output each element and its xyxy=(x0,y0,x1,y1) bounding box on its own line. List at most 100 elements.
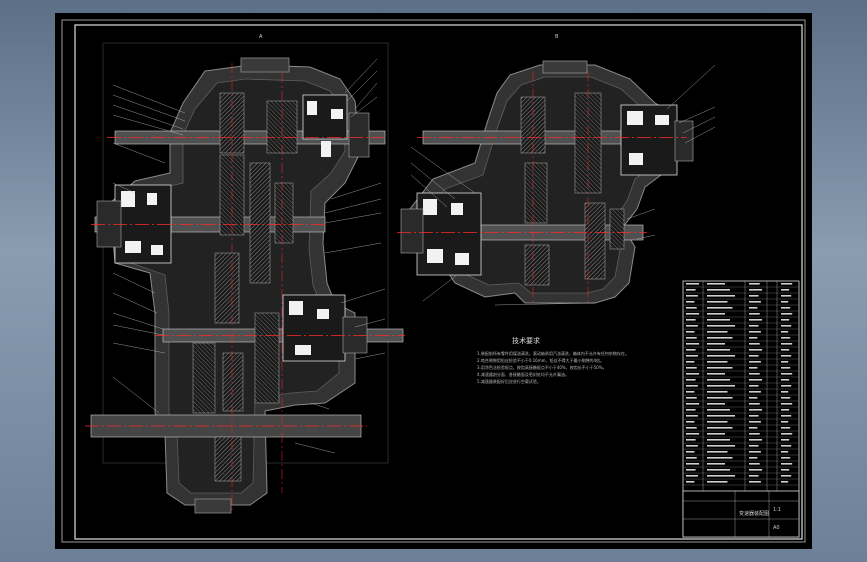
parts-list-cell-text xyxy=(686,289,696,291)
parts-list-cell-text xyxy=(781,391,789,393)
parts-list-cell-text xyxy=(749,349,763,351)
parts-list-cell-text xyxy=(686,367,697,369)
parts-list-cell-text xyxy=(749,331,761,333)
parts-list-cell-text xyxy=(749,427,758,429)
parts-list-cell-text xyxy=(749,295,759,297)
parts-list-cell-text xyxy=(749,445,759,447)
parts-list-cell-text xyxy=(686,457,697,459)
parts-list-cell-text xyxy=(686,283,700,285)
tech-note-line-1: 1.装配前所有零件用煤油清洗，滚动轴承用汽油清洗，箱体内不允许有任何杂物存在。 xyxy=(477,350,629,356)
title-block-name: 变速器装配图 xyxy=(739,510,769,517)
parts-list-cell-text xyxy=(707,475,735,477)
transmission-assembly-drawing: A B xyxy=(61,19,806,543)
view-label-left: A xyxy=(259,34,263,40)
parts-list-cell-text xyxy=(707,283,725,285)
parts-list-cell-text xyxy=(686,337,697,339)
parts-list-cell-text xyxy=(781,355,792,357)
parts-list-cell-text xyxy=(686,463,700,465)
parts-list-cell-text xyxy=(707,415,735,417)
parts-list-cell-text xyxy=(781,325,792,327)
parts-list-cell-text xyxy=(781,463,793,465)
parts-list-cell-text xyxy=(781,457,791,459)
parts-list-cell-text xyxy=(749,433,760,435)
parts-list-cell-text xyxy=(686,331,695,333)
drawing-sheet: A B xyxy=(55,13,812,549)
parts-list-cell-text xyxy=(781,343,793,345)
parts-list-cell-text xyxy=(686,319,696,321)
parts-list-cell-text xyxy=(749,301,761,303)
parts-list-cell-text xyxy=(781,427,791,429)
parts-list-cell-text xyxy=(686,349,696,351)
parts-list-cell-text xyxy=(749,361,761,363)
title-block-sheet: A0 xyxy=(773,525,780,531)
parts-list-cell-text xyxy=(781,475,792,477)
parts-list-cell-text xyxy=(707,409,730,411)
parts-list-cell-text xyxy=(781,379,790,381)
parts-list-cell-text xyxy=(686,409,696,411)
parts-list-cell-text xyxy=(707,481,728,483)
parts-list-cell-text xyxy=(707,301,728,303)
parts-list-cell-text xyxy=(749,439,763,441)
parts-list-cell-text xyxy=(707,307,733,309)
parts-list-cell-text xyxy=(749,313,760,315)
view-label-right: B xyxy=(555,34,559,40)
parts-list-cell-text xyxy=(686,421,695,423)
parts-list-cell-text xyxy=(707,331,728,333)
parts-list-cell-text xyxy=(707,469,730,471)
parts-list-cell-text xyxy=(781,421,789,423)
parts-list-cell-text xyxy=(781,415,792,417)
outer-frame xyxy=(61,19,806,543)
parts-list-cell-text xyxy=(707,319,730,321)
parts-list-cell-text xyxy=(707,463,725,465)
parts-list-cell-text xyxy=(707,433,725,435)
parts-list-cell-text xyxy=(686,397,697,399)
parts-list-cell-text xyxy=(749,403,760,405)
parts-list-cell-text xyxy=(707,427,733,429)
parts-list-cell-text xyxy=(707,349,730,351)
parts-list-cell-text xyxy=(707,367,733,369)
right-gearbox-section xyxy=(397,60,716,306)
parts-list-cell-text xyxy=(686,427,697,429)
title-block: 变速器装配图 1:1 A0 xyxy=(682,490,800,538)
parts-list-cell-text xyxy=(781,283,793,285)
parts-list-cell-text xyxy=(781,445,792,447)
parts-list-cell-text xyxy=(781,469,790,471)
parts-list-cell-text xyxy=(749,373,760,375)
parts-list-cell-text xyxy=(781,433,793,435)
parts-list-cell-text xyxy=(781,307,791,309)
parts-list-cell-text xyxy=(749,475,759,477)
parts-list-cell-text xyxy=(781,367,791,369)
parts-list-cell-text xyxy=(686,475,698,477)
parts-list-cell-text xyxy=(707,355,735,357)
parts-list-cell-text xyxy=(781,319,790,321)
parts-list-cell-text xyxy=(686,391,695,393)
parts-list-cell-text xyxy=(686,451,695,453)
parts-list-cell-text xyxy=(749,289,763,291)
parts-list-cell-text xyxy=(749,283,760,285)
parts-list-cell-text xyxy=(707,421,728,423)
parts-list-cell-text xyxy=(749,391,761,393)
parts-list-cell-text xyxy=(749,379,763,381)
parts-list-cell-text xyxy=(749,355,759,357)
parts-list-cell-text xyxy=(749,481,761,483)
parts-list-cell-text xyxy=(781,373,793,375)
technical-requirements: 技术要求 1.装配前所有零件用煤油清洗，滚动轴承用汽油清洗，箱体内不允许有任何杂… xyxy=(477,336,629,384)
parts-list-cell-text xyxy=(781,313,793,315)
parts-list-cell-text xyxy=(749,343,760,345)
tech-note-line-4: 4.减速器剖分面、各接触面及密封处均不允许漏油。 xyxy=(477,371,569,377)
parts-list-cell-text xyxy=(686,415,698,417)
tech-notes-title: 技术要求 xyxy=(512,336,540,345)
parts-list-cell-text xyxy=(749,385,759,387)
tech-note-line-2: 2.啮合侧隙用铅丝检验不小于0.16mm，铅丝不得大于最小侧隙的4倍。 xyxy=(477,357,604,363)
parts-list-cell-text xyxy=(707,403,725,405)
parts-list-cell-text xyxy=(749,409,763,411)
parts-list-cell-text xyxy=(686,481,695,483)
parts-list-cell-text xyxy=(686,325,698,327)
title-block-scale: 1:1 xyxy=(773,507,781,513)
parts-list-cell-text xyxy=(781,481,789,483)
parts-list-cell-text xyxy=(749,307,758,309)
parts-list-cell-text xyxy=(686,445,698,447)
parts-list-cell-text xyxy=(686,469,696,471)
parts-list-cell-text xyxy=(749,367,758,369)
parts-list-cell-text xyxy=(749,457,758,459)
